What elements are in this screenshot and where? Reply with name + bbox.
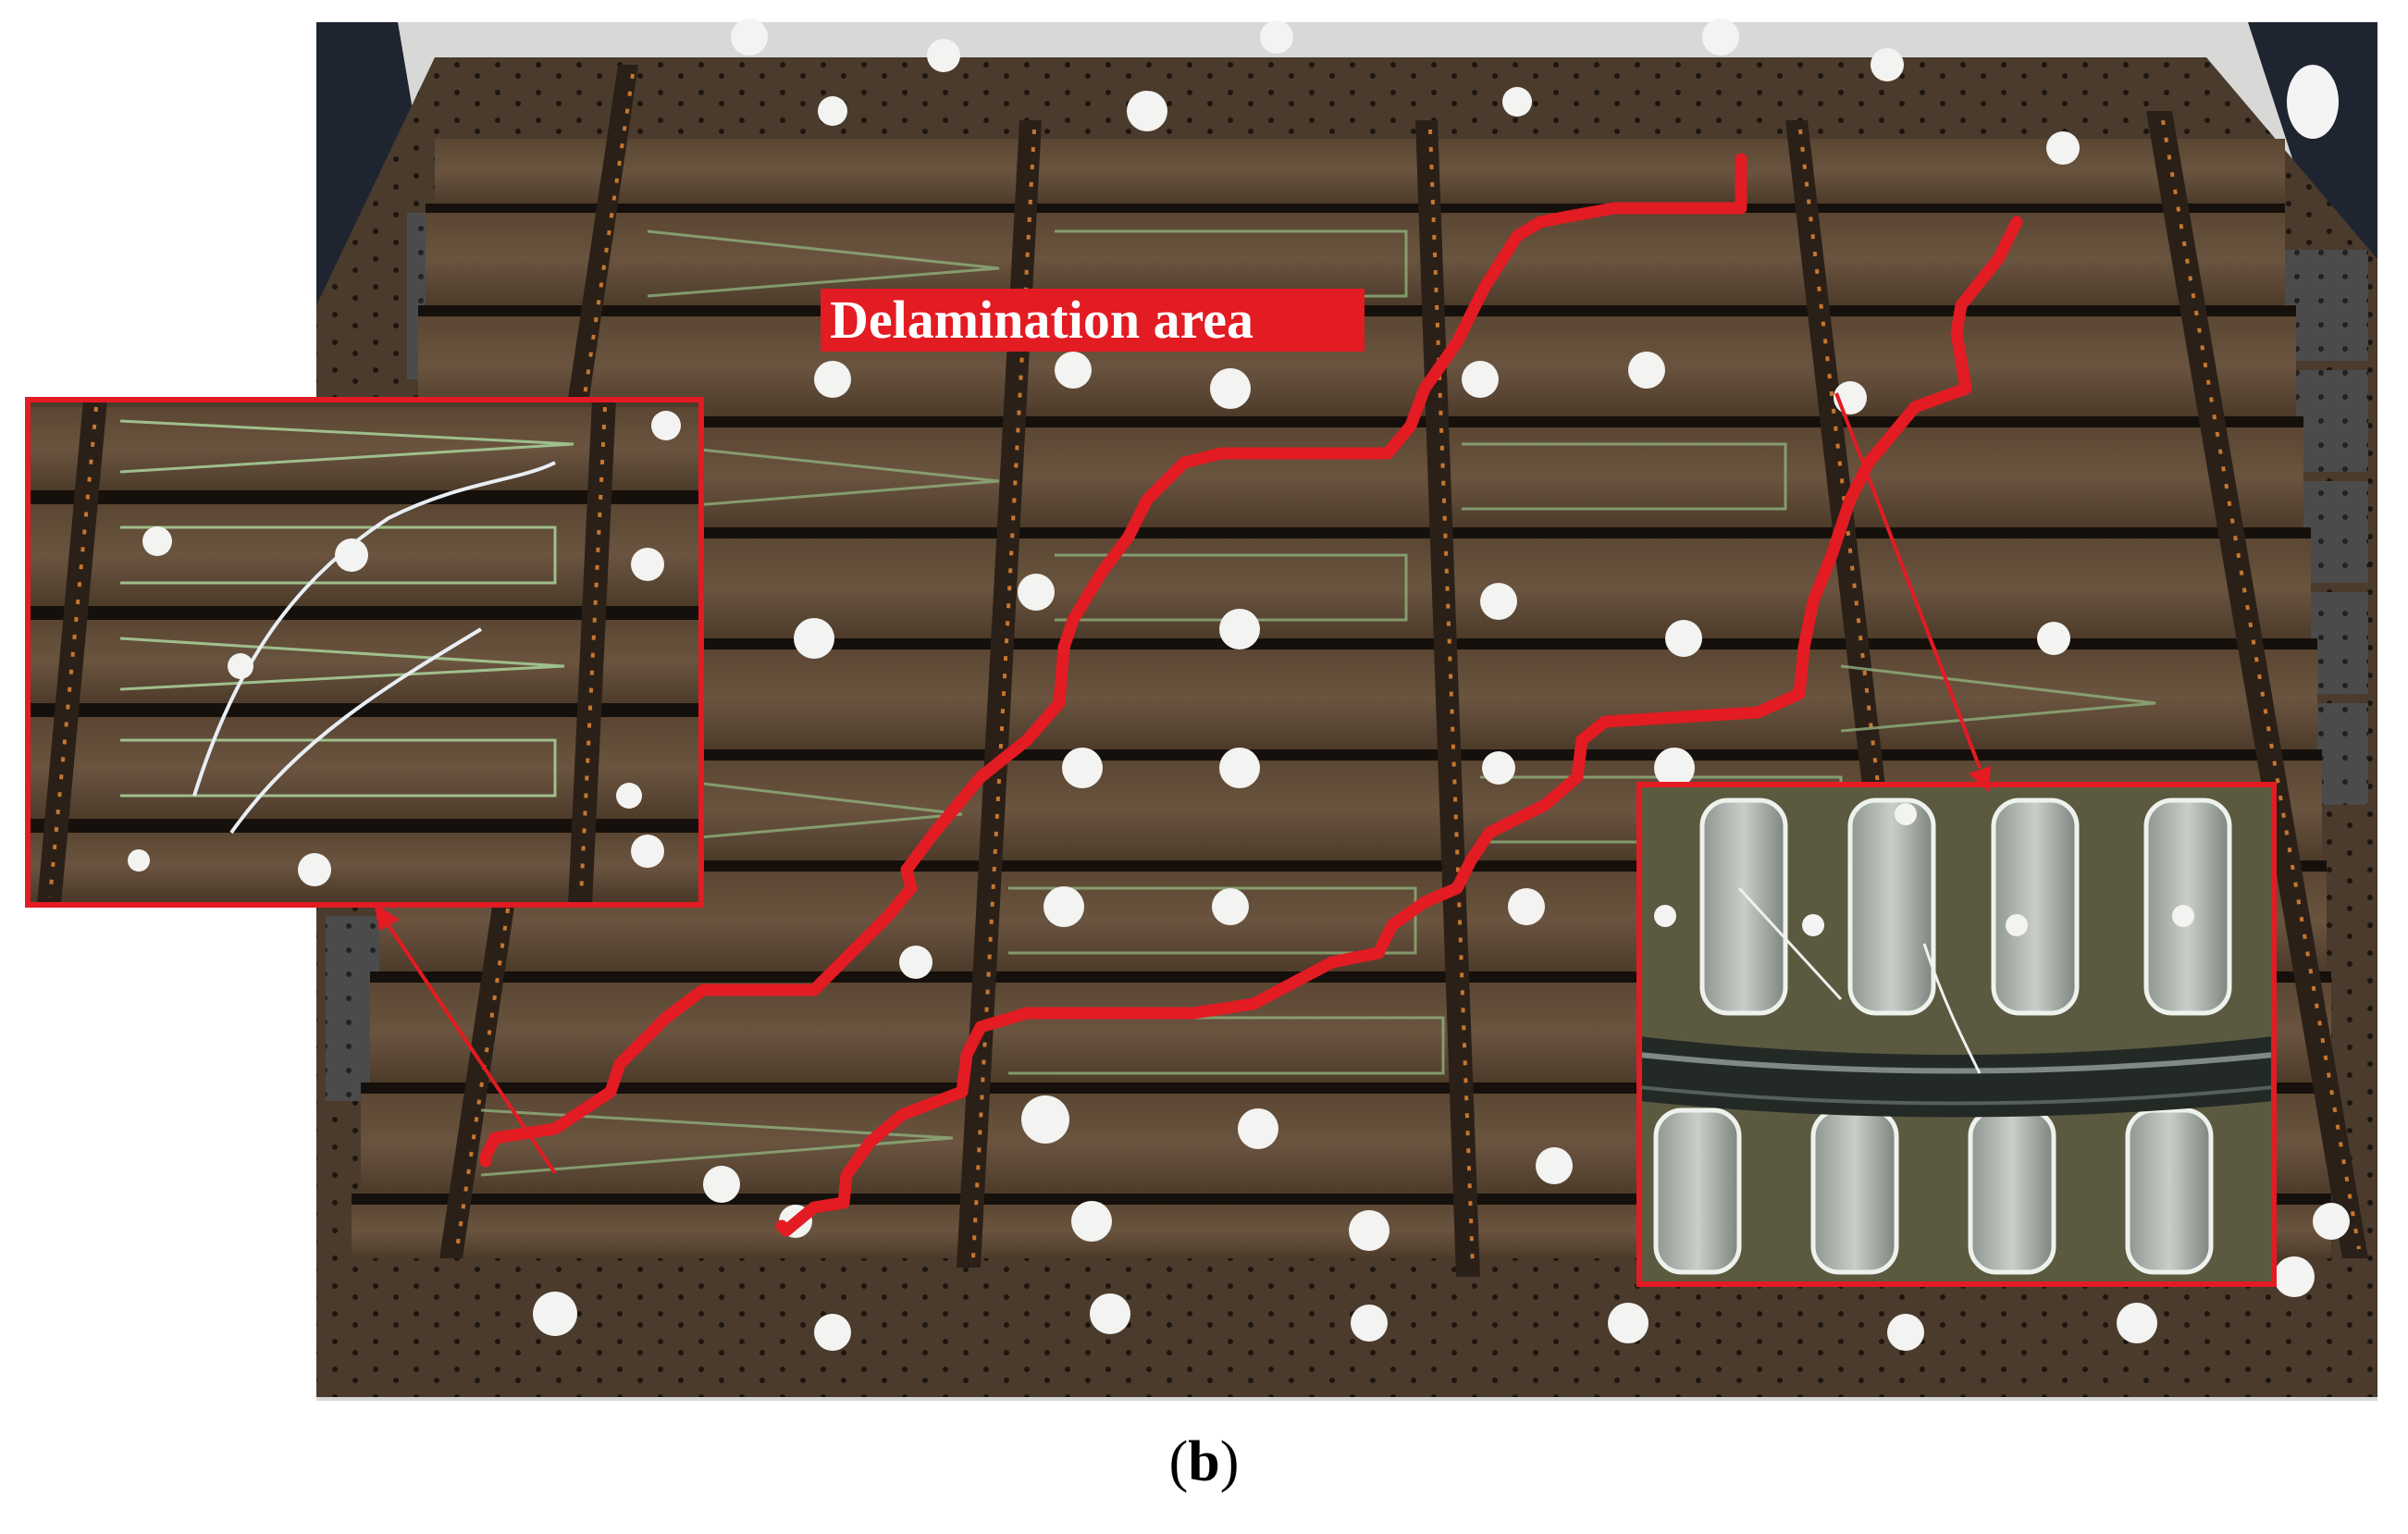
delamination-boundary-upper bbox=[479, 153, 1747, 1168]
caption-letter: b bbox=[1188, 1430, 1220, 1493]
caption-open: ( bbox=[1168, 1430, 1189, 1493]
caption-close: ) bbox=[1219, 1430, 1240, 1493]
figure-caption: (b) bbox=[0, 1429, 2408, 1495]
right-inset-frame bbox=[1636, 782, 2277, 1287]
delamination-boundary bbox=[479, 153, 2023, 1237]
arrow-head-right bbox=[1969, 766, 1991, 792]
delamination-boundary-lower bbox=[775, 216, 2023, 1237]
right-inset bbox=[1636, 782, 2277, 1287]
arrow-head-left bbox=[374, 903, 400, 931]
delamination-label-text: Delamination area bbox=[830, 290, 1253, 350]
left-inset-frame bbox=[25, 397, 704, 908]
left-inset bbox=[25, 397, 704, 908]
callout-arrows bbox=[374, 392, 1991, 1175]
delamination-label: Delamination area bbox=[821, 289, 1365, 352]
